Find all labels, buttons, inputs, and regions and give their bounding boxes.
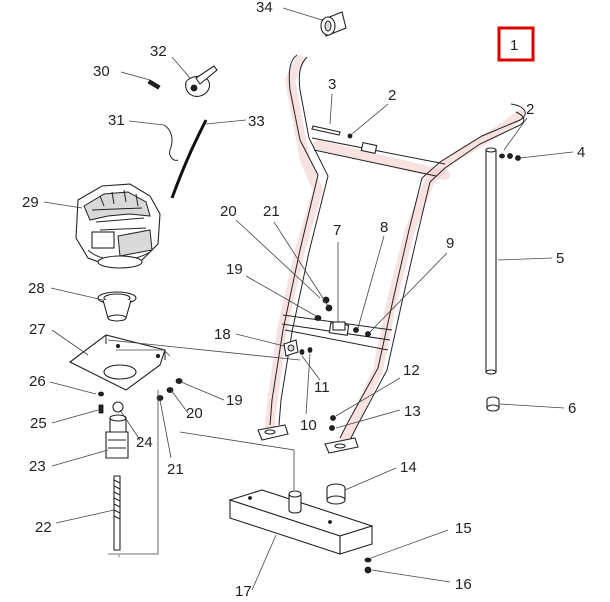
washer-part-2a (347, 133, 353, 139)
label-11: 11 (314, 379, 330, 396)
screw-part-30 (147, 79, 161, 90)
label-9: 9 (446, 235, 454, 252)
part-labels: 34 32 30 31 33 29 28 27 26 25 24 23 22 2… (22, 0, 585, 600)
bolt-part-9 (365, 331, 371, 337)
label-32: 32 (150, 43, 167, 60)
label-29: 29 (22, 194, 39, 211)
bolt-part-3 (311, 125, 341, 136)
label-20-center: 20 (220, 203, 237, 220)
label-16: 16 (455, 576, 472, 593)
nut-part-8 (353, 327, 359, 333)
connection-lines (107, 339, 301, 557)
nut-part-4 (507, 153, 521, 161)
label-14: 14 (400, 459, 417, 476)
label-6: 6 (568, 400, 576, 417)
bolt-part-10 (307, 347, 313, 353)
cap-part-6 (486, 396, 500, 412)
label-7: 7 (333, 222, 341, 239)
throttle-cable-part-33 (170, 119, 208, 199)
rod-part-5 (485, 147, 497, 375)
label-20-left: 20 (186, 405, 203, 422)
long-bolt-part-22 (113, 475, 121, 551)
label-28: 28 (28, 280, 45, 297)
bracket-part-7 (332, 321, 346, 331)
washer-part-15 (364, 557, 372, 563)
label-34: 34 (256, 0, 273, 16)
cable-part-31 (163, 124, 179, 161)
label-31: 31 (108, 112, 125, 129)
bushing-part-14 (326, 483, 346, 505)
label-33: 33 (248, 113, 265, 130)
nut-part-16 (364, 566, 372, 574)
throttle-lever-part-32 (185, 65, 218, 97)
label-5: 5 (556, 250, 564, 267)
label-17: 17 (235, 583, 252, 597)
label-24: 24 (136, 434, 153, 451)
highlight-callout-box (497, 26, 535, 62)
washer-part-11 (299, 349, 305, 355)
label-30: 30 (93, 63, 110, 80)
clutch-cup-part-28 (97, 291, 137, 322)
gear-shaft-part-23 (105, 414, 129, 459)
engine-plate-part-27 (68, 334, 166, 391)
engine-part-29 (75, 183, 161, 269)
label-13: 13 (404, 403, 421, 420)
label-27: 27 (29, 321, 46, 338)
label-26: 26 (29, 373, 46, 390)
label-1: 1 (510, 37, 518, 54)
handle-frame-highlight (265, 55, 525, 445)
leader-lines (43, 7, 574, 591)
label-10: 10 (300, 417, 317, 434)
nut-part-18 (283, 339, 299, 357)
grip-part-34 (320, 11, 347, 37)
label-18: 18 (214, 326, 231, 343)
label-2-left: 2 (388, 87, 396, 104)
washers-part-19-20-21 (156, 296, 333, 401)
label-21-center: 21 (263, 203, 280, 220)
label-2-right: 2 (526, 101, 534, 118)
label-3: 3 (328, 76, 336, 93)
label-19-left: 19 (226, 392, 243, 409)
base-tube-part-17 (228, 489, 374, 555)
label-23: 23 (29, 458, 46, 475)
ring-part-24 (112, 401, 124, 413)
label-4: 4 (577, 144, 585, 161)
label-15: 15 (455, 520, 472, 537)
label-19-center: 19 (226, 261, 243, 278)
label-21-left: 21 (167, 461, 184, 478)
washers-part-12-13 (329, 415, 336, 431)
washer-part-26 (98, 391, 104, 397)
label-12: 12 (403, 362, 420, 379)
bolt-part-25 (98, 404, 104, 414)
washer-part-2b (499, 153, 505, 159)
label-22: 22 (35, 519, 52, 536)
label-8: 8 (380, 219, 388, 236)
label-25: 25 (30, 415, 47, 432)
